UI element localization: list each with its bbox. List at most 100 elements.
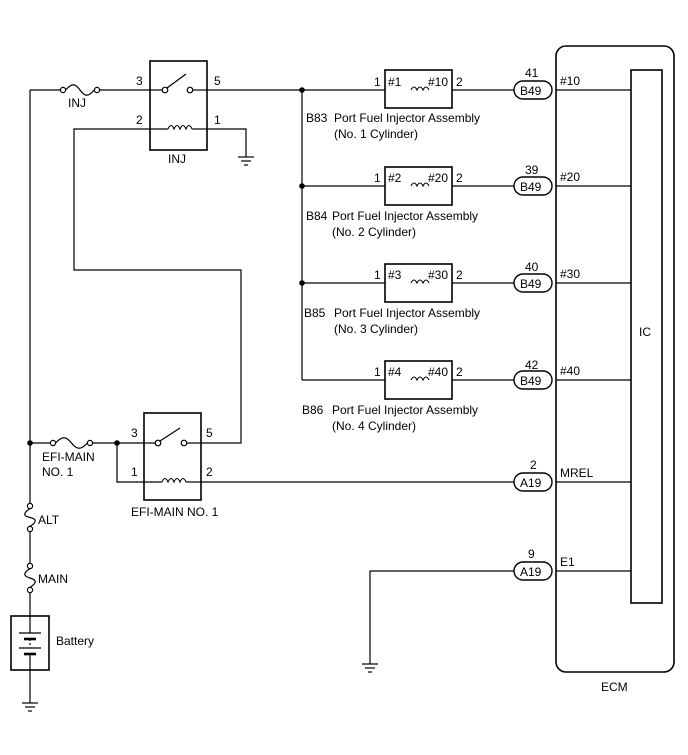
- main-fuse-label: MAIN: [38, 572, 68, 586]
- inj-relay-pin-1: 1: [214, 113, 221, 127]
- inj-fuse: INJ: [59, 84, 101, 110]
- battery-label: Battery: [56, 634, 94, 648]
- ic-label: IC: [639, 325, 651, 339]
- ecm-pin: 9: [528, 547, 535, 561]
- relay-switch-contact: [159, 427, 181, 442]
- injector-inner-left: #1: [388, 75, 402, 89]
- inj-relay-pin-5: 5: [214, 74, 221, 88]
- injector-bus: [207, 87, 385, 381]
- injector-inner-right: #10: [428, 75, 448, 89]
- efi-main-relay: 3 5 1 2 EFI-MAIN NO. 1: [131, 412, 219, 519]
- injector-name: Port Fuel Injector Assembly: [332, 403, 478, 417]
- battery: Battery: [10, 615, 94, 671]
- connector-label: B49: [520, 180, 542, 194]
- inj-relay-label: INJ: [168, 152, 186, 166]
- wire-efi-coil-feed: [116, 443, 144, 483]
- inj-fuse-label: INJ: [68, 96, 86, 110]
- efi-relay-pin-3: 3: [131, 426, 138, 440]
- injector-b86: #4 #40 1 2 B86 Port Fuel Injector Assemb…: [302, 360, 514, 433]
- injector-inner-left: #4: [388, 365, 402, 379]
- ground-icon: [362, 663, 378, 673]
- efi-relay-label: EFI-MAIN NO. 1: [131, 505, 219, 519]
- e1-ground: [362, 570, 514, 673]
- injector-pin-in: 1: [374, 268, 381, 282]
- ground-icon: [22, 702, 38, 712]
- ecm-terminal-10: B49 41 #10: [513, 66, 580, 100]
- injector-inner-left: #2: [388, 171, 402, 185]
- efi-main-fuse: EFI-MAIN NO. 1: [42, 437, 95, 479]
- injector-b84: #2 #20 1 2 B84 Port Fuel Injector Assemb…: [306, 166, 514, 239]
- efi-relay-pin-2: 2: [206, 465, 213, 479]
- ground-icon: [238, 156, 254, 166]
- wire-inj-coil-to-efi-relay: [73, 128, 242, 444]
- junction-dot: [299, 183, 305, 189]
- relay-switch-contact: [166, 73, 187, 89]
- alt-fuse-label: ALT: [38, 513, 60, 527]
- ecm-signal: E1: [560, 555, 575, 569]
- injector-inner-right: #30: [428, 268, 448, 282]
- injector-name: Port Fuel Injector Assembly: [334, 111, 480, 125]
- alt-fuse: ALT: [24, 502, 60, 533]
- coil-icon: [410, 376, 430, 382]
- injector-pin-in: 1: [374, 365, 381, 379]
- ecm-signal: MREL: [560, 466, 594, 480]
- injector-code: B86: [302, 403, 324, 417]
- ecm-terminal-30: B49 40 #30: [513, 260, 580, 293]
- injector-code: B84: [306, 209, 328, 223]
- ecm-pin: 2: [530, 458, 537, 472]
- injector-b85: #3 #30 1 2 B85 Port Fuel Injector Assemb…: [304, 263, 514, 336]
- efi-relay-pin-5: 5: [206, 426, 213, 440]
- ecm-terminal-40: B49 42 #40: [513, 358, 580, 390]
- ecm-terminal-e1: A19 9 E1: [513, 547, 575, 581]
- connector-label: A19: [520, 565, 542, 579]
- coil-icon: [410, 182, 430, 188]
- connector-label: B49: [520, 374, 542, 388]
- injector-pin-out: 2: [456, 268, 463, 282]
- junction-dot: [299, 280, 305, 286]
- coil-icon: [410, 279, 430, 285]
- injector-inner-left: #3: [388, 268, 402, 282]
- ecm-pin: 39: [525, 163, 539, 177]
- connector-label: B49: [520, 84, 542, 98]
- injector-pin-out: 2: [456, 171, 463, 185]
- injector-b83: #1 #10 1 2 B83 Port Fuel Injector Assemb…: [306, 69, 514, 141]
- main-fuse: MAIN: [24, 562, 68, 594]
- coil-icon: [167, 124, 193, 131]
- supply-rail: [27, 89, 163, 703]
- injector-name: Port Fuel Injector Assembly: [334, 306, 480, 320]
- connector-label: B49: [520, 277, 542, 291]
- efi-main-fuse-label-1: EFI-MAIN: [42, 450, 95, 464]
- injector-cylinder: (No. 3 Cylinder): [334, 322, 418, 336]
- inj-relay-pin-2: 2: [136, 113, 143, 127]
- junction-dot: [27, 440, 33, 446]
- injector-inner-right: #40: [428, 365, 448, 379]
- injector-cylinder: (No. 4 Cylinder): [332, 419, 416, 433]
- injector-cylinder: (No. 2 Cylinder): [332, 225, 416, 239]
- coil-icon: [410, 86, 430, 92]
- injector-inner-right: #20: [428, 171, 448, 185]
- injector-pin-in: 1: [374, 75, 381, 89]
- junction-dot: [299, 87, 305, 93]
- ecm-terminal-20: B49 39 #20: [513, 163, 580, 196]
- coil-icon: [161, 477, 187, 484]
- ecm-pin: 41: [525, 66, 539, 80]
- inj-relay-ground: [207, 128, 254, 166]
- injector-cylinder: (No. 1 Cylinder): [334, 127, 418, 141]
- injector-name: Port Fuel Injector Assembly: [332, 209, 478, 223]
- injector-code: B85: [304, 306, 326, 320]
- ecm-pin: 42: [525, 358, 539, 372]
- ecm-terminal-mrel: A19 2 MREL: [513, 458, 594, 492]
- ecm-signal: #20: [560, 170, 580, 184]
- ecm-signal: #30: [560, 267, 580, 281]
- injector-pin-out: 2: [456, 365, 463, 379]
- inj-relay: 3 5 2 1 INJ: [136, 60, 221, 166]
- efi-relay-pin-1: 1: [131, 465, 138, 479]
- ecm-pin: 40: [525, 260, 539, 274]
- injector-pin-out: 2: [456, 75, 463, 89]
- injector-pin-in: 1: [374, 171, 381, 185]
- ecm-signal: #40: [560, 364, 580, 378]
- injector-code: B83: [306, 111, 328, 125]
- efi-main-fuse-label-2: NO. 1: [42, 465, 74, 479]
- ecm: IC ECM: [555, 45, 675, 694]
